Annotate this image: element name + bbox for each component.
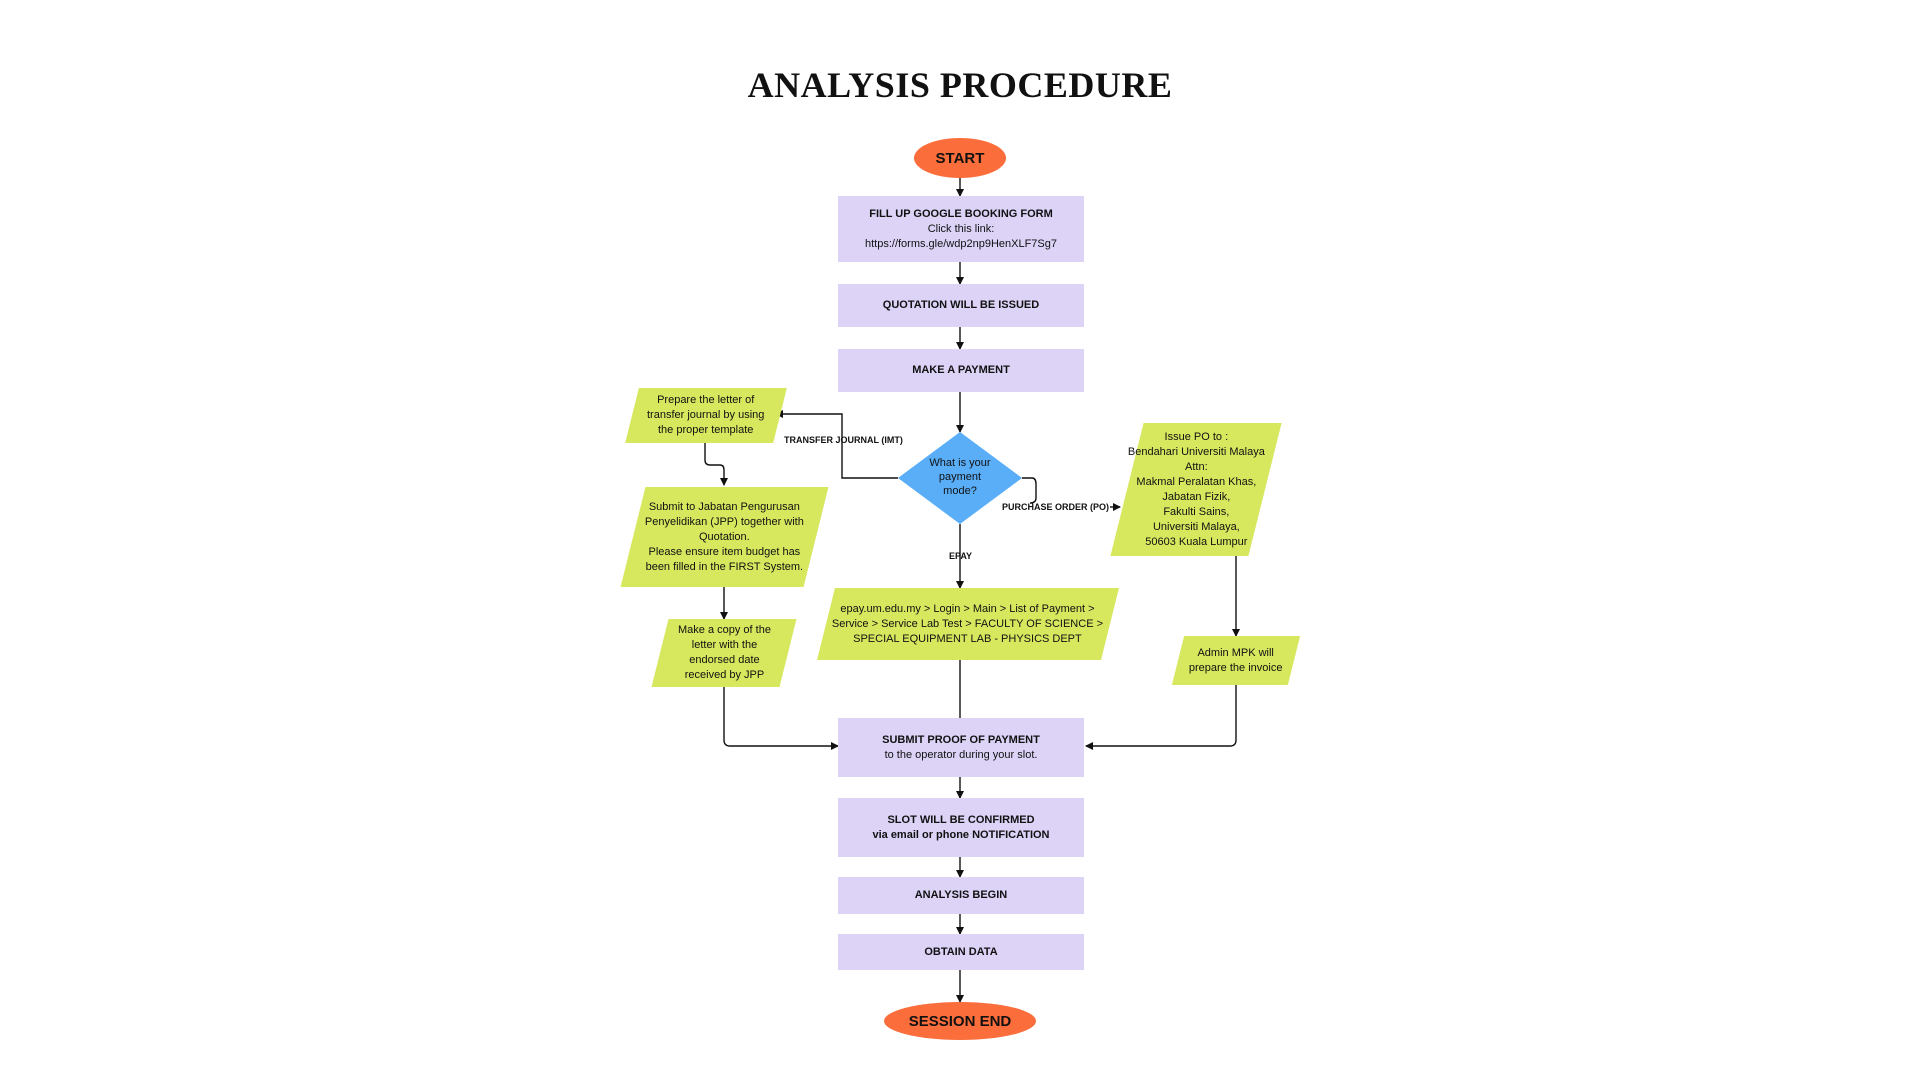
submit-jpp-box: Submit to Jabatan Pengurusan Penyelidika… — [620, 487, 829, 587]
proof-heading: SUBMIT PROOF OF PAYMENT — [882, 733, 1040, 746]
analysis-begin-box: ANALYSIS BEGIN — [838, 877, 1084, 914]
po-line: Fakulti Sains, — [1162, 505, 1229, 518]
po-line: Issue PO to : — [1164, 430, 1228, 443]
invoice-box: Admin MPK will prepare the invoice — [1171, 636, 1301, 685]
analysis-label: ANALYSIS BEGIN — [914, 889, 1008, 901]
page-title: ANALYSIS PROCEDURE — [747, 65, 1173, 105]
prepare-letter-box: Prepare the letter of transfer journal b… — [625, 388, 787, 443]
slot-heading: SLOT WILL BE CONFIRMED — [887, 813, 1035, 826]
booking-link[interactable]: https://forms.gle/wdp2np9HenXLF7Sg7 — [864, 237, 1057, 250]
quotation-label: QUOTATION WILL BE ISSUED — [882, 299, 1040, 311]
epay-steps-box: epay.um.edu.my > Login > Main > List of … — [817, 588, 1119, 660]
issue-po-box: Issue PO to : Bendahari Universiti Malay… — [1110, 423, 1282, 556]
epay-line: SPECIAL EQUIPMENT LAB - PHYSICS DEPT — [853, 632, 1083, 645]
invoice-line: Admin MPK will — [1197, 646, 1275, 659]
po-line: Makmal Peralatan Khas, — [1136, 475, 1256, 488]
po-line: Bendahari Universiti Malaya — [1127, 445, 1265, 458]
transfer-journal-label: TRANSFER JOURNAL (IMT) — [784, 435, 903, 445]
submit-line: Submit to Jabatan Pengurusan — [648, 500, 801, 513]
payment-mode-diamond — [898, 432, 1022, 524]
slot-confirmed-box: SLOT WILL BE CONFIRMED via email or phon… — [838, 798, 1084, 857]
decision-line: mode? — [943, 485, 977, 497]
invoice-line: prepare the invoice — [1189, 661, 1283, 674]
decision-text: What is your payment mode? — [910, 456, 1010, 498]
po-line: 50603 Kuala Lumpur — [1144, 535, 1248, 548]
decision-line: payment — [938, 471, 982, 483]
submit-line: Quotation. — [699, 530, 750, 543]
prepare-line: Prepare the letter of — [657, 394, 755, 406]
payment-box: MAKE A PAYMENT — [838, 349, 1084, 392]
session-end-oval: SESSION END — [884, 1002, 1036, 1040]
po-line: Jabatan Fizik, — [1162, 490, 1230, 503]
submit-line: Please ensure item budget has — [648, 545, 801, 558]
proof-line: to the operator during your slot. — [884, 748, 1038, 761]
copy-line: endorsed date — [688, 654, 760, 666]
prepare-line: the proper template — [658, 424, 754, 436]
copy-line: letter with the — [691, 639, 757, 651]
purchase-order-label: PURCHASE ORDER (PO) — [1002, 502, 1110, 512]
quotation-box: QUOTATION WILL BE ISSUED — [838, 284, 1084, 327]
obtain-data-box: OBTAIN DATA — [838, 934, 1084, 970]
po-line: Attn: — [1184, 460, 1208, 473]
submit-line: Penyelidikan (JPP) together with — [645, 515, 804, 528]
decision-line: What is your — [929, 457, 991, 469]
copy-line: Make a copy of the — [677, 624, 771, 636]
start-oval: START — [914, 138, 1006, 178]
epay-line: epay.um.edu.my > Login > Main > List of … — [840, 602, 1096, 615]
copy-letter-box: Make a copy of the letter with the endor… — [651, 619, 797, 687]
end-label: SESSION END — [908, 1012, 1012, 1030]
obtain-label: OBTAIN DATA — [924, 945, 998, 958]
proof-of-payment-box: SUBMIT PROOF OF PAYMENT to the operator … — [838, 718, 1084, 777]
copy-line: received by JPP — [684, 669, 764, 681]
booking-heading: FILL UP GOOGLE BOOKING FORM — [869, 207, 1053, 220]
epay-label: EPAY — [949, 551, 973, 561]
payment-label: MAKE A PAYMENT — [912, 364, 1010, 376]
epay-line: Service > Service Lab Test > FACULTY OF … — [832, 617, 1104, 630]
booking-form-box: FILL UP GOOGLE BOOKING FORM Click this l… — [838, 196, 1084, 262]
booking-line: Click this link: — [927, 222, 995, 235]
slot-line: via email or phone NOTIFICATION — [872, 828, 1050, 841]
submit-line: been filled in the FIRST System. — [645, 560, 804, 573]
prepare-line: transfer journal by using — [647, 409, 765, 421]
start-label: START — [935, 149, 985, 167]
po-line: Universiti Malaya, — [1152, 520, 1240, 533]
